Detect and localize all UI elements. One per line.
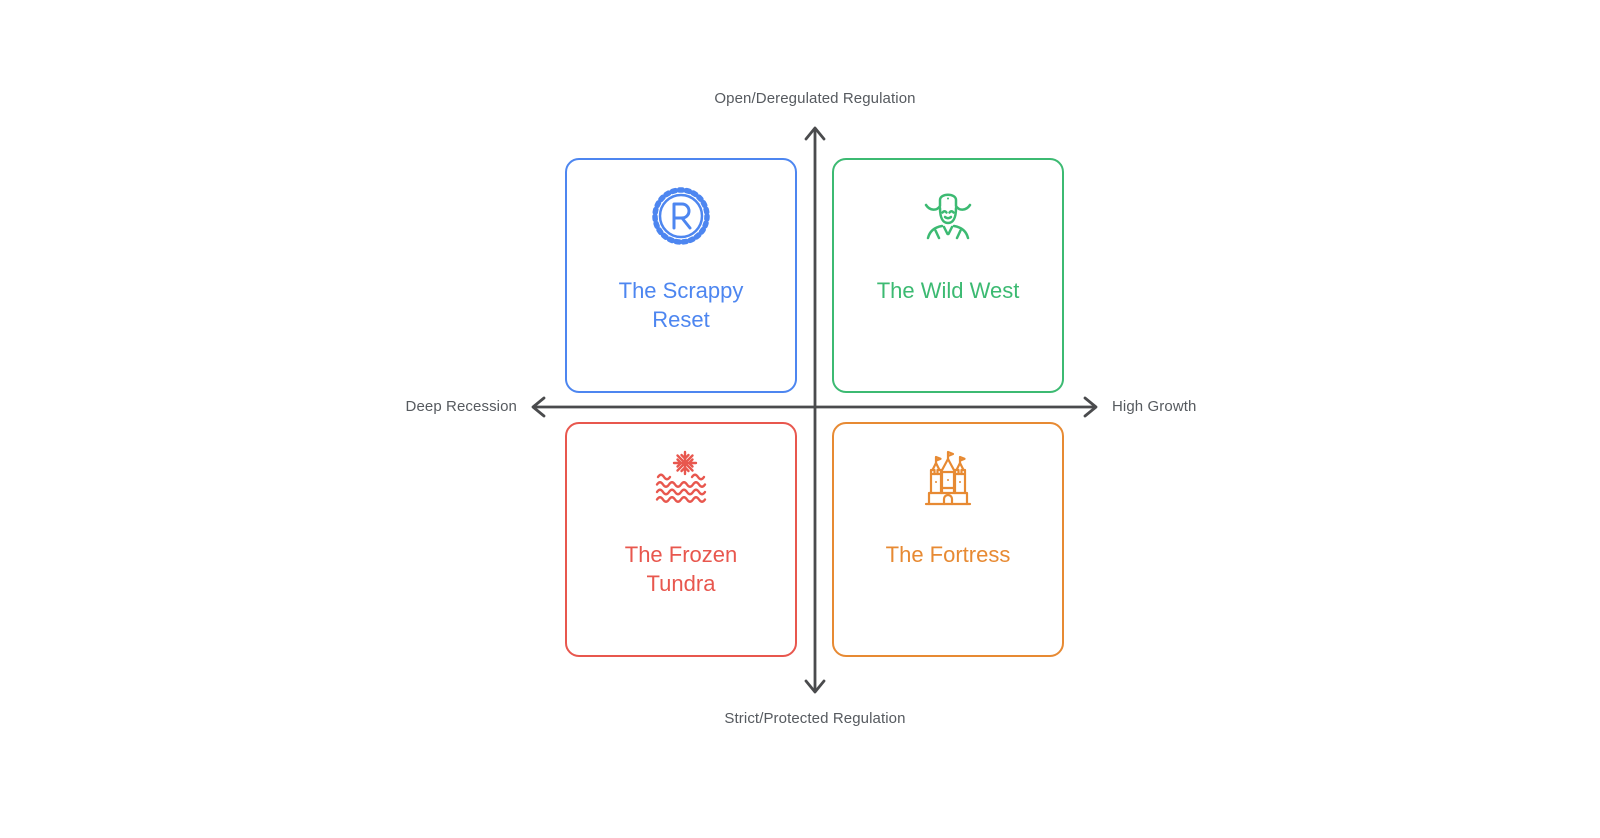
arrow-right-icon	[1083, 396, 1098, 418]
axis-label-top: Open/Deregulated Regulation	[714, 90, 916, 107]
gear-r-icon	[652, 187, 710, 245]
cowboy-icon	[924, 193, 972, 240]
quadrant-fortress: The Fortress	[832, 422, 1064, 657]
arrow-left-icon	[531, 396, 546, 418]
quadrant-wild-west: The Wild West	[832, 158, 1064, 393]
axis-label-left: Deep Recession	[405, 398, 517, 415]
quadrant-scrappy-reset: The Scrappy Reset	[565, 158, 797, 393]
quadrant-title: The Fortress	[885, 542, 1011, 567]
axis-label-bottom: Strict/Protected Regulation	[724, 710, 906, 727]
castle-icon	[924, 450, 972, 506]
arrow-down-icon	[804, 679, 826, 694]
axis-label-right: High Growth	[1112, 398, 1197, 415]
quadrant-title: The Wild West	[876, 278, 1020, 303]
quadrant-title: The Scrappy Reset	[618, 278, 744, 332]
quadrant-title: The Frozen Tundra	[624, 542, 738, 596]
snowflake-waves-icon	[655, 450, 707, 503]
arrow-up-icon	[804, 126, 826, 141]
quadrant-frozen-tundra: The Frozen Tundra	[565, 422, 797, 657]
